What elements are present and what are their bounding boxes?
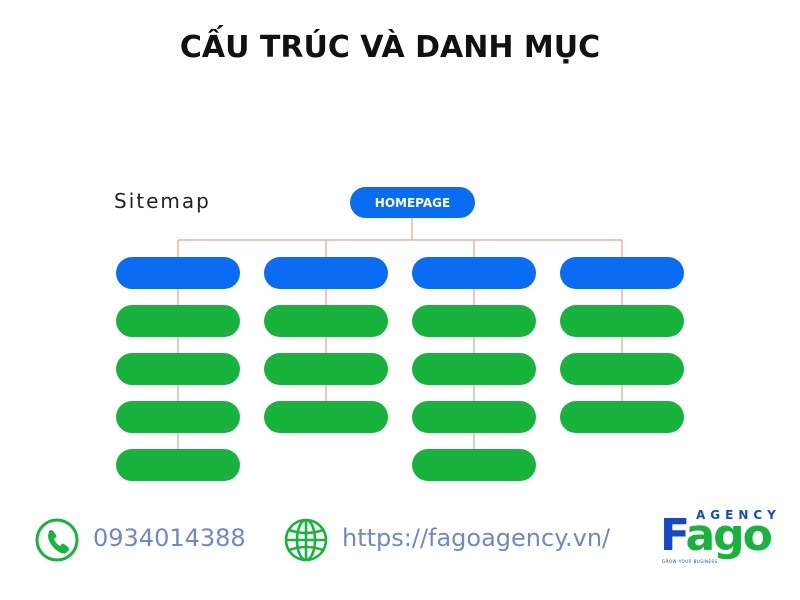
phone-number: 0934014388: [93, 524, 246, 552]
page-title: CẤU TRÚC VÀ DANH MỤC: [179, 30, 601, 65]
logo-brand-f: F: [660, 510, 688, 561]
homepage-node: HOMEPAGE: [350, 187, 475, 218]
sitemap-node-col3-row2: [412, 305, 536, 337]
sitemap-node-col1-row1: [116, 257, 240, 289]
sitemap-node-col4-row3: [560, 353, 684, 385]
sitemap-node-col1-row3: [116, 353, 240, 385]
logo-brand: Fago: [660, 510, 773, 561]
sitemap-node-col4-row1: [560, 257, 684, 289]
sitemap-node-col3-row3: [412, 353, 536, 385]
sitemap-node-col2-row2: [264, 305, 388, 337]
website-url[interactable]: https://fagoagency.vn/: [342, 524, 611, 552]
sitemap-node-col3-row1: [412, 257, 536, 289]
logo-tagline: GROW YOUR BUSINESS: [662, 559, 718, 564]
phone-icon: [35, 518, 79, 562]
logo-agency-text: AGENCY: [696, 508, 781, 522]
homepage-label: HOMEPAGE: [374, 195, 451, 210]
sitemap-node-col3-row4: [412, 401, 536, 433]
sitemap-label: Sitemap: [114, 189, 211, 213]
sitemap-node-col3-row5: [412, 449, 536, 481]
fago-agency-logo: AGENCY Fago GROW YOUR BUSINESS: [660, 508, 778, 566]
logo-brand-ago: ago: [685, 510, 772, 561]
sitemap-node-col4-row4: [560, 401, 684, 433]
sitemap-node-col1-row2: [116, 305, 240, 337]
sitemap-node-col4-row2: [560, 305, 684, 337]
sitemap-node-col2-row1: [264, 257, 388, 289]
sitemap-node-col2-row4: [264, 401, 388, 433]
globe-icon: [284, 518, 328, 562]
sitemap-node-col2-row3: [264, 353, 388, 385]
sitemap-node-col1-row4: [116, 401, 240, 433]
sitemap-node-col1-row5: [116, 449, 240, 481]
